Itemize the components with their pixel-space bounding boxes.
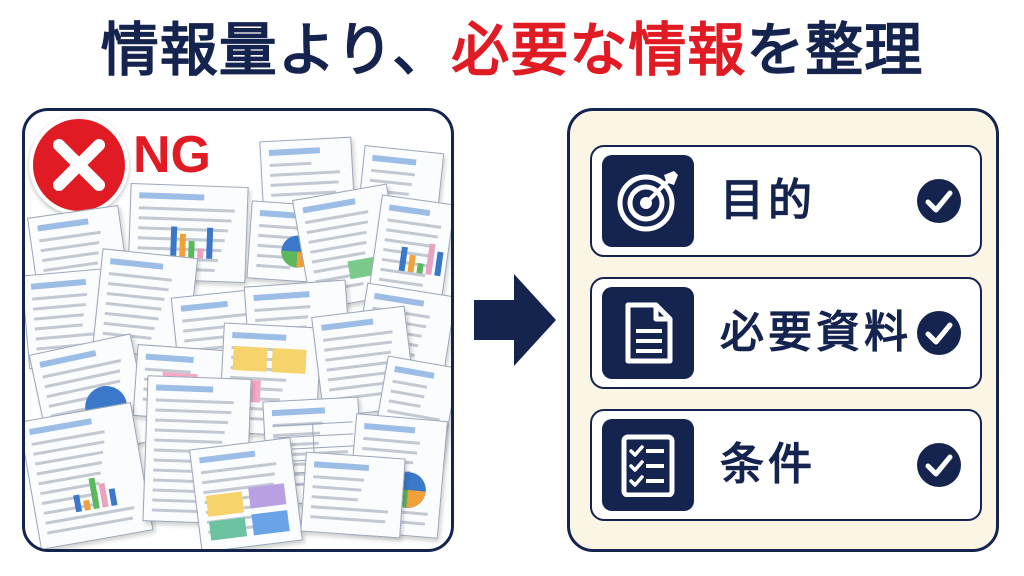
ng-x-icon — [29, 115, 129, 215]
right-arrow-icon — [474, 270, 558, 370]
document-page — [311, 305, 417, 419]
check-icon — [917, 311, 961, 355]
target-icon — [602, 155, 694, 247]
title-part-1: 情報量より、 — [100, 16, 452, 84]
organized-panel: 目的 必要資料 — [567, 108, 999, 552]
title-part-3: を整理 — [746, 16, 924, 84]
document-icon — [602, 287, 694, 379]
document-page — [368, 194, 451, 300]
document-page — [25, 402, 154, 549]
document-page — [91, 248, 199, 360]
item-label: 条件 — [720, 439, 816, 490]
ng-label: NG — [133, 126, 211, 184]
item-conditions: 条件 — [590, 409, 982, 521]
item-required-materials: 必要資料 — [590, 277, 982, 389]
page-title: 情報量より、必要な情報を整理 — [0, 10, 1024, 90]
document-page — [259, 136, 355, 208]
document-page — [300, 451, 406, 539]
ng-panel: NG — [22, 108, 454, 552]
item-label: 目的 — [720, 175, 816, 226]
item-label: 必要資料 — [720, 307, 912, 358]
checklist-icon — [602, 419, 694, 511]
check-icon — [917, 443, 961, 487]
check-icon — [917, 179, 961, 223]
title-highlight: 必要な情報 — [451, 16, 747, 84]
item-purpose: 目的 — [590, 145, 982, 257]
document-page — [189, 437, 303, 549]
